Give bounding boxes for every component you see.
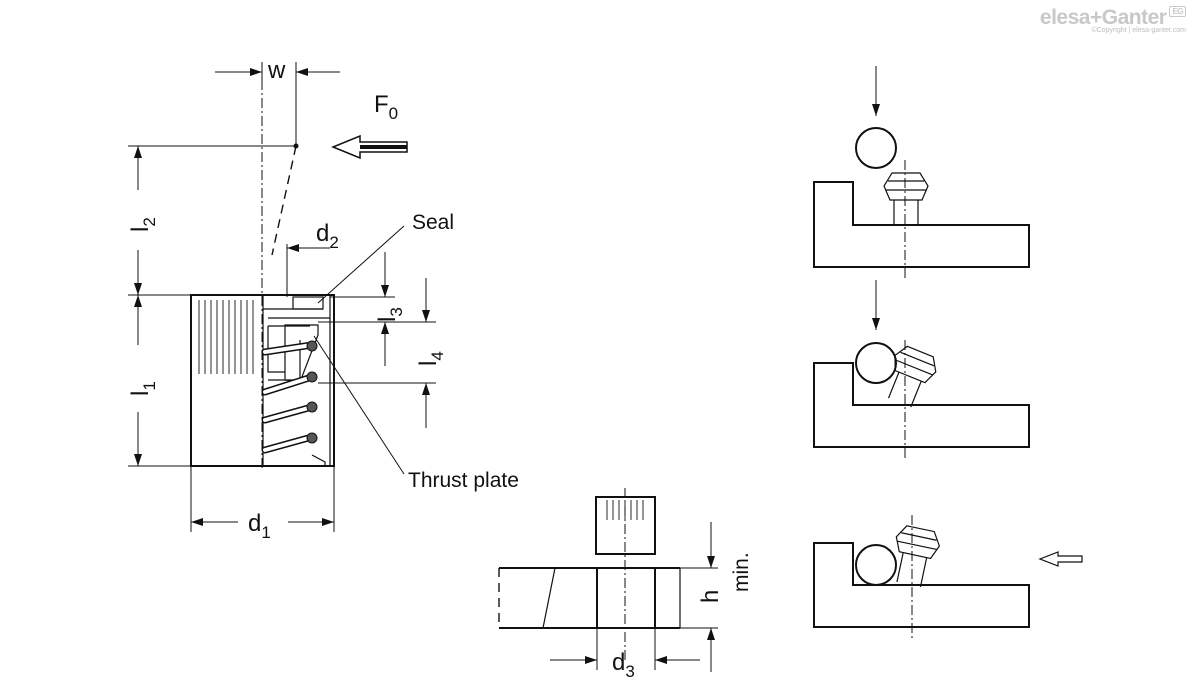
thrust-plate-part [284, 324, 319, 383]
logo-text: elesa+Ganter [1039, 6, 1167, 29]
plate-section-left [542, 567, 598, 629]
ball [855, 342, 897, 384]
deflection-line [271, 145, 297, 256]
workpiece [813, 181, 1030, 268]
label-d1: d1 [248, 510, 271, 542]
operation-step-3 [813, 515, 1083, 638]
label-d3: d3 [612, 649, 635, 681]
plunger-pin [883, 172, 929, 201]
logo-badge: EG [1169, 6, 1186, 17]
logo-copyright: ©Copyright | elesa-ganter.com [1091, 27, 1186, 34]
workpiece [813, 542, 1030, 628]
label-w: w [267, 57, 286, 84]
main-section-view: w F0 l2 l1 d2 Seal l3 l [127, 57, 519, 542]
label-thrust-plate: Thrust plate [408, 469, 519, 492]
label-l4: l4 [415, 351, 447, 366]
spring [261, 340, 318, 454]
label-h: h [697, 590, 724, 603]
label-l1: l1 [127, 381, 159, 396]
label-l2: l2 [127, 217, 159, 232]
operation-step-2 [813, 280, 1030, 458]
label-seal: Seal [412, 211, 454, 234]
knurl-pattern [196, 300, 256, 374]
label-l3: l3 [374, 307, 406, 322]
plate-section-right [654, 567, 681, 629]
ball [855, 544, 897, 586]
ball [855, 127, 897, 169]
seal-leader [317, 225, 405, 304]
workpiece [813, 362, 1030, 448]
operation-step-1 [813, 66, 1030, 278]
label-d2: d2 [316, 220, 339, 252]
plunger-pin [895, 525, 941, 560]
plunger-pin [894, 345, 937, 384]
label-f0: F0 [374, 91, 398, 123]
mounting-view: h min. d3 [498, 488, 753, 681]
push-arrow [1038, 551, 1083, 567]
label-min: min. [730, 552, 753, 592]
thrust-plate-leader [313, 335, 405, 475]
